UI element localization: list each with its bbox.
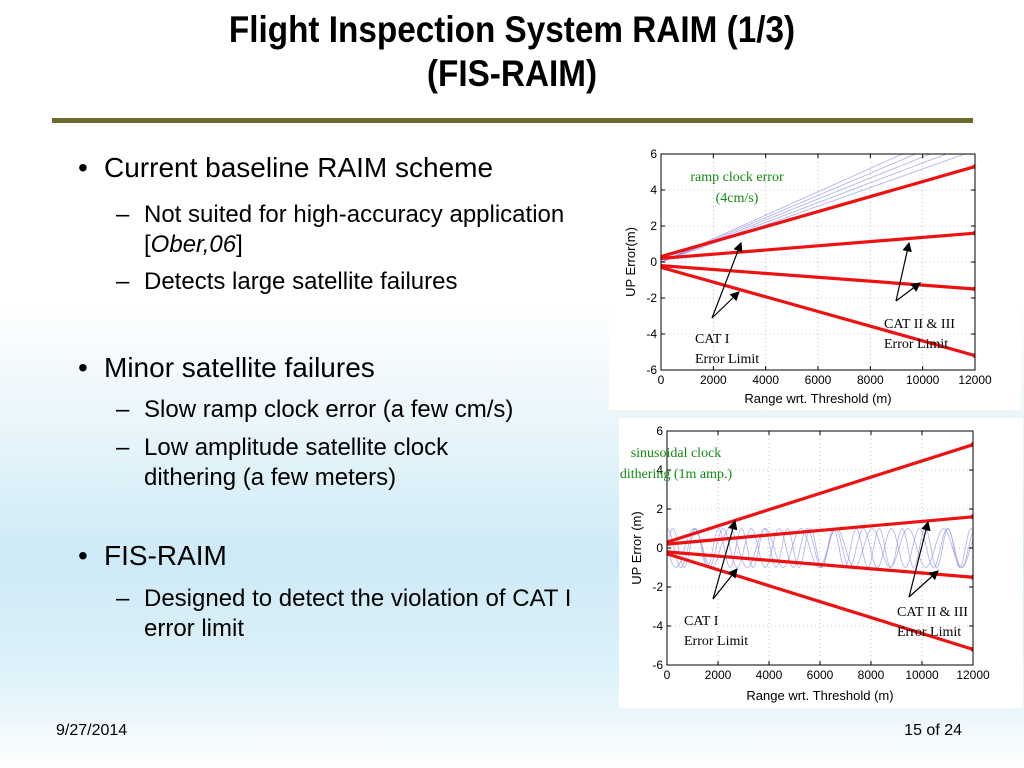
y-axis-label: UP Error (m) (629, 511, 644, 584)
x-tick-label: 4000 (752, 373, 779, 387)
annotation-arrow (908, 520, 931, 598)
y-tick-label: 0 (656, 541, 663, 555)
annotation-arrow (895, 282, 921, 302)
x-tick-label: 4000 (756, 668, 783, 682)
x-tick-label: 12000 (956, 668, 990, 682)
sub-bullet-text: Detects large satellite failures (144, 268, 458, 295)
annotation-arrow (712, 519, 738, 600)
error-limit-line (661, 165, 975, 259)
error-limit-endpoint (972, 353, 975, 359)
error-limit-endpoint (970, 442, 973, 448)
x-tick-label: 0 (664, 668, 671, 682)
x-tick-label: 6000 (805, 373, 832, 387)
bullet-item: •Current baseline RAIM scheme (78, 152, 494, 183)
y-tick-label: 6 (650, 147, 657, 161)
cat23-limit-label: CAT II & III (884, 317, 955, 332)
x-tick-label: 8000 (858, 668, 885, 682)
annotation-arrow (711, 291, 740, 319)
error-type-annotation: (4cm/s) (716, 191, 759, 206)
error-limit-line (661, 265, 975, 358)
bullet-text: Minor satellite failures (104, 352, 375, 383)
chart-clock-dithering: 0 2000 4000 6000 8000 10000 12000 6 4 2 0 -2 -4 -6Ran… (620, 424, 990, 703)
ramp-error-line (661, 154, 904, 263)
y-tick-label: -4 (652, 619, 663, 633)
ramp-error-line (661, 154, 917, 263)
bullet-item: •FIS-RAIM (78, 540, 227, 571)
bullet-text: Current baseline RAIM scheme (104, 152, 494, 183)
annotation-arrow (908, 570, 939, 598)
slide-title: Flight Inspection System RAIM (1/3) (FIS… (51, 8, 973, 96)
y-tick-label: 2 (656, 502, 663, 516)
y-tick-label: 4 (656, 463, 663, 477)
y-tick-label: -2 (652, 580, 663, 594)
y-tick-label: 2 (650, 219, 657, 233)
error-limit-line (667, 552, 973, 651)
error-type-annotation: ramp clock error (690, 170, 784, 185)
sub-bullet-item: – Low amplitude satellite clock ditherin… (116, 433, 524, 493)
y-tick-label: -4 (646, 327, 657, 341)
sub-bullet-text: Slow ramp clock error (a few cm/s) (144, 396, 514, 423)
error-limit-endpoint (970, 646, 973, 652)
error-limit-line (661, 231, 975, 260)
footer-page-number: 15 of 24 (904, 722, 962, 739)
error-limit-endpoint (972, 230, 975, 236)
cat23-limit-label: Error Limit (897, 625, 961, 640)
annotation-arrow (895, 241, 912, 302)
sub-bullet-item: – Designed to detect the violation of CA… (116, 584, 584, 644)
sub-bullet-item: – Slow ramp clock error (a few cm/s) (116, 395, 604, 425)
error-limit-endpoint (972, 164, 975, 170)
bullet-text: FIS-RAIM (104, 540, 227, 571)
x-tick-label: 10000 (905, 668, 939, 682)
y-tick-label: -6 (652, 658, 663, 672)
y-tick-label: 6 (656, 424, 663, 438)
footer-date: 9/27/2014 (56, 722, 128, 739)
x-axis-label: Range wrt. Threshold (m) (744, 391, 891, 406)
sub-bullet-item: – Detects large satellite failures (116, 267, 604, 297)
cat1-limit-label: CAT I (695, 332, 730, 347)
x-tick-label: 6000 (807, 668, 834, 682)
slide-title-line2: (FIS-RAIM) (426, 53, 598, 94)
x-tick-label: 8000 (857, 373, 884, 387)
cat1-limit-label: Error Limit (695, 352, 759, 367)
bullet-item: •Minor satellite failures (78, 352, 375, 383)
error-limit-line (661, 264, 975, 291)
cat23-limit-label: Error Limit (884, 337, 948, 352)
error-type-annotation: sinusoidal clock (631, 446, 722, 461)
y-tick-label: -6 (646, 363, 657, 377)
x-tick-label: 2000 (705, 668, 732, 682)
cat1-limit-label: Error Limit (684, 634, 748, 649)
error-type-annotation: dithering (1m amp.) (620, 467, 733, 482)
error-limit-line (667, 443, 973, 544)
chart-ramp-clock-error: 0 2000 4000 6000 8000 10000 12000 6 4 2 0 -2 -4 -6Ran… (623, 147, 992, 406)
error-limit-endpoint (970, 574, 973, 580)
cat23-limit-label: CAT II & III (897, 605, 968, 620)
slide-title-line1: Flight Inspection System RAIM (1/3) (228, 9, 796, 50)
x-tick-label: 10000 (906, 373, 940, 387)
sub-bullet-text: Low amplitude satellite clock dithering … (144, 434, 449, 491)
title-divider (52, 118, 973, 123)
y-tick-label: 4 (650, 183, 657, 197)
error-limit-endpoint (972, 286, 975, 292)
y-axis-label: UP Error(m) (623, 227, 638, 297)
x-tick-label: 12000 (958, 373, 992, 387)
error-limit-line (667, 550, 973, 579)
cat1-limit-label: CAT I (684, 614, 719, 629)
annotation-arrow (712, 568, 738, 600)
error-limit-endpoint (970, 514, 973, 520)
annotation-arrow (711, 241, 743, 319)
x-tick-label: 2000 (700, 373, 727, 387)
y-tick-label: -2 (646, 291, 657, 305)
x-axis-label: Range wrt. Threshold (m) (746, 688, 893, 703)
x-tick-label: 0 (658, 373, 665, 387)
ramp-error-line (661, 154, 967, 263)
sub-bullet-text: Designed to detect the violation of CAT … (144, 585, 572, 642)
y-tick-label: 0 (650, 255, 657, 269)
sub-bullet-text: Not suited for high-accuracy application… (144, 201, 565, 258)
sub-bullet-item: – Not suited for high-accuracy applicati… (116, 200, 604, 260)
